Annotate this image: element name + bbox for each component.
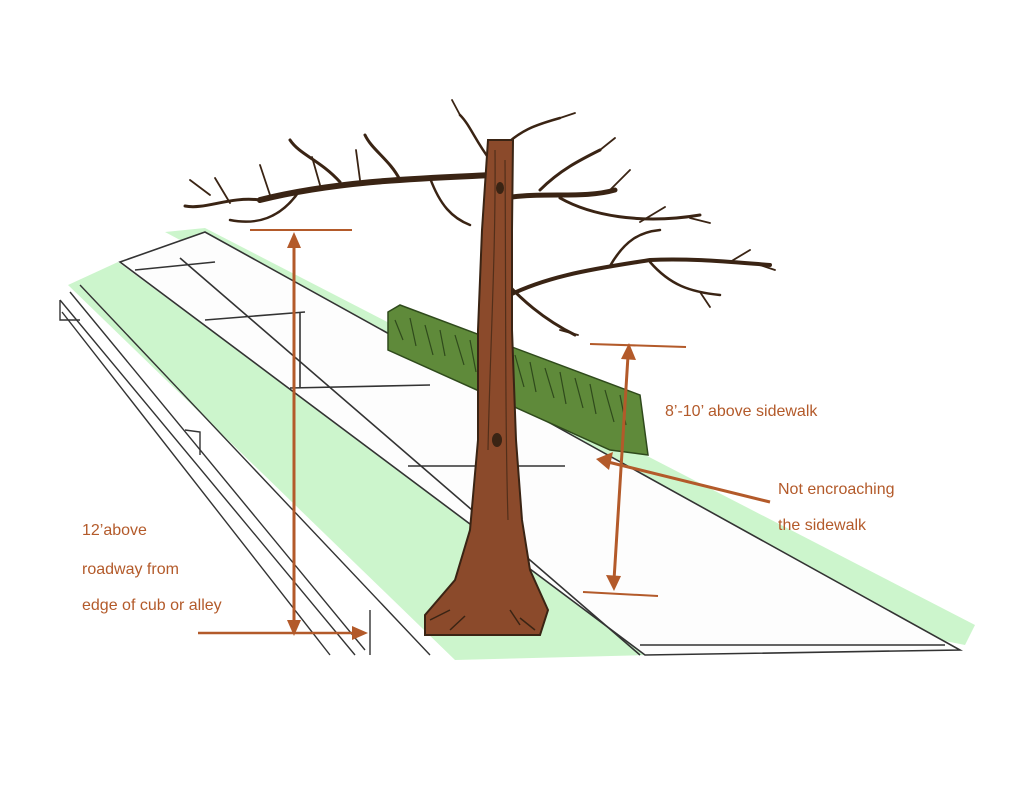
sidewalk-clearance-top-tick: [589, 343, 687, 348]
sidewalk-clearance-arrowhead-bottom: [606, 575, 621, 591]
roadway-clearance-label-line-1: 12’above: [82, 522, 147, 539]
encroachment-label-line-1: Not encroaching: [778, 481, 895, 498]
tree-trunk: [424, 139, 550, 636]
roadway-clearance-label-line-2: roadway from: [82, 561, 179, 578]
sidewalk-clearance-dimension-line: [612, 355, 630, 581]
sidewalk-clearance-arrowhead-top: [621, 343, 636, 360]
street-scene-illustration: [59, 99, 975, 660]
roadway-clearance-arrowhead-bottom: [287, 620, 301, 636]
tree-canopy-branches: [183, 99, 776, 337]
encroachment-label-line-2: the sidewalk: [778, 517, 867, 534]
sidewalk-clearance-label: 8’-10’ above sidewalk: [665, 403, 818, 420]
roadway-clearance-arrowhead-top: [287, 232, 301, 248]
sidewalk-clearance-bottom-tick: [582, 591, 659, 597]
roadway-clearance-label-line-3: edge of cub or alley: [82, 597, 222, 614]
encroachment-pointer-arrow: [607, 460, 771, 504]
encroachment-pointer-arrowhead: [596, 452, 613, 470]
curb-lines: [59, 284, 431, 656]
annotation-marks: [198, 229, 771, 640]
curb-edge-pointer-arrowhead: [352, 626, 368, 640]
